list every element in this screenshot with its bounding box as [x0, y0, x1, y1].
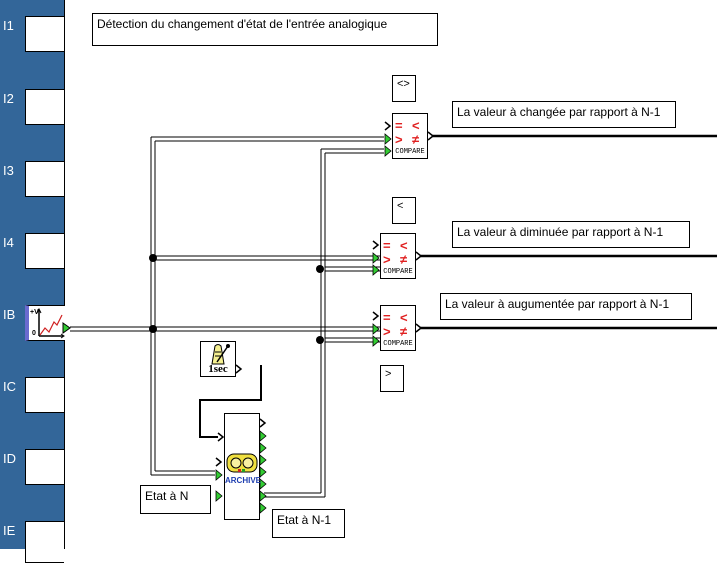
- svg-text:>: >: [383, 324, 391, 339]
- output-pin: [427, 131, 435, 141]
- output-pin: [259, 478, 267, 490]
- slot-label-i3: I3: [3, 163, 14, 178]
- output-pin: [259, 490, 267, 502]
- compare-label: COMPARE: [395, 148, 425, 156]
- junction-dot: [149, 254, 157, 262]
- output-pin: [415, 323, 423, 333]
- input-slot-i4[interactable]: [25, 233, 64, 269]
- slot-label-ie: IE: [3, 523, 16, 538]
- output-pin-empty: [259, 418, 267, 428]
- input-pin-empty: [372, 311, 380, 321]
- input-pin: [215, 469, 223, 481]
- input-pin: [372, 323, 380, 335]
- svg-text:≠: ≠: [400, 252, 407, 267]
- input-pin-empty: [384, 121, 392, 131]
- operator-box-greater[interactable]: >: [380, 365, 404, 392]
- metronome-icon: [211, 344, 230, 365]
- input-pin: [215, 490, 223, 502]
- timer-block-1sec[interactable]: 1sec: [200, 341, 236, 377]
- input-pin: [384, 133, 392, 145]
- output-pin: [259, 442, 267, 454]
- wire-timer-to-archive: [199, 365, 262, 438]
- ib-output-pin: [62, 322, 71, 334]
- junction-dot: [316, 265, 324, 273]
- pins-layer: [215, 121, 435, 514]
- junction-dot: [316, 336, 324, 344]
- compare-block-increased[interactable]: = > < ≠ COMPARE: [380, 305, 416, 351]
- archive-trigger-pin: [217, 432, 225, 442]
- input-pin: [384, 145, 392, 157]
- input-pin: [372, 335, 380, 347]
- archive-label: ARCHIVE: [225, 476, 262, 485]
- input-slot-i2[interactable]: [25, 89, 64, 125]
- note-state-n: Etat à N: [140, 485, 211, 514]
- compare-icon: = > < ≠: [383, 310, 408, 339]
- label-value-increased: La valeur à augumentée par rapport à N-1: [440, 293, 692, 320]
- input-pin-empty: [372, 240, 380, 250]
- timer-output-pin: [235, 364, 243, 374]
- compare-block-changed[interactable]: = > < ≠ COMPARE: [392, 113, 428, 159]
- operator-box-less[interactable]: <: [392, 197, 416, 224]
- svg-text:0: 0: [32, 330, 36, 337]
- slot-label-id: ID: [3, 451, 16, 466]
- compare-label: COMPARE: [383, 268, 413, 276]
- compare-icon: = > < ≠: [395, 118, 420, 147]
- input-pin-empty: [215, 457, 223, 467]
- slot-label-i1: I1: [3, 18, 14, 33]
- svg-text:<: <: [412, 118, 420, 133]
- svg-text:=: =: [383, 238, 391, 253]
- output-pin: [259, 454, 267, 466]
- slot-label-ib: IB: [3, 307, 16, 322]
- operator-box-not-equal[interactable]: <>: [392, 75, 416, 102]
- label-value-changed: La valeur à changée par rapport à N-1: [452, 101, 676, 128]
- diagram-title: Détection du changement d'état de l'entr…: [92, 13, 438, 46]
- output-pin: [259, 430, 267, 442]
- output-pin: [259, 466, 267, 478]
- input-slot-i3[interactable]: [25, 161, 64, 197]
- wiring-layer: [62, 134, 717, 498]
- svg-text:=: =: [395, 118, 403, 133]
- slot-label-i4: I4: [3, 235, 14, 250]
- input-slot-id[interactable]: [25, 449, 64, 485]
- output-pin: [259, 502, 267, 514]
- compare-icon: = > < ≠: [383, 238, 408, 267]
- junction-dot: [149, 325, 157, 333]
- input-slot-i1[interactable]: [25, 16, 64, 52]
- compare-label: COMPARE: [383, 340, 413, 348]
- analog-input-icon: +V 0: [30, 307, 65, 339]
- output-pin: [415, 251, 423, 261]
- timer-label: 1sec: [208, 363, 228, 375]
- slot-label-ic: IC: [3, 379, 16, 394]
- svg-text:+V: +V: [30, 309, 39, 316]
- input-pin: [372, 264, 380, 276]
- svg-text:=: =: [383, 310, 391, 325]
- archive-block[interactable]: ARCHIVE: [224, 413, 262, 520]
- input-slot-ic[interactable]: [25, 377, 64, 413]
- svg-text:<: <: [400, 238, 408, 253]
- note-state-n1: Etat à N-1: [272, 509, 345, 538]
- svg-text:≠: ≠: [400, 324, 407, 339]
- svg-text:≠: ≠: [412, 132, 419, 147]
- input-slot-ib[interactable]: +V 0: [25, 305, 65, 341]
- svg-text:<: <: [400, 310, 408, 325]
- archive-tape-icon: [226, 453, 258, 473]
- slot-label-i2: I2: [3, 91, 14, 106]
- input-pin: [372, 252, 380, 264]
- compare-block-decreased[interactable]: = > < ≠ COMPARE: [380, 233, 416, 279]
- svg-text:>: >: [395, 132, 403, 147]
- svg-text:>: >: [383, 252, 391, 267]
- label-value-decreased: La valeur à diminuée par rapport à N-1: [452, 221, 690, 248]
